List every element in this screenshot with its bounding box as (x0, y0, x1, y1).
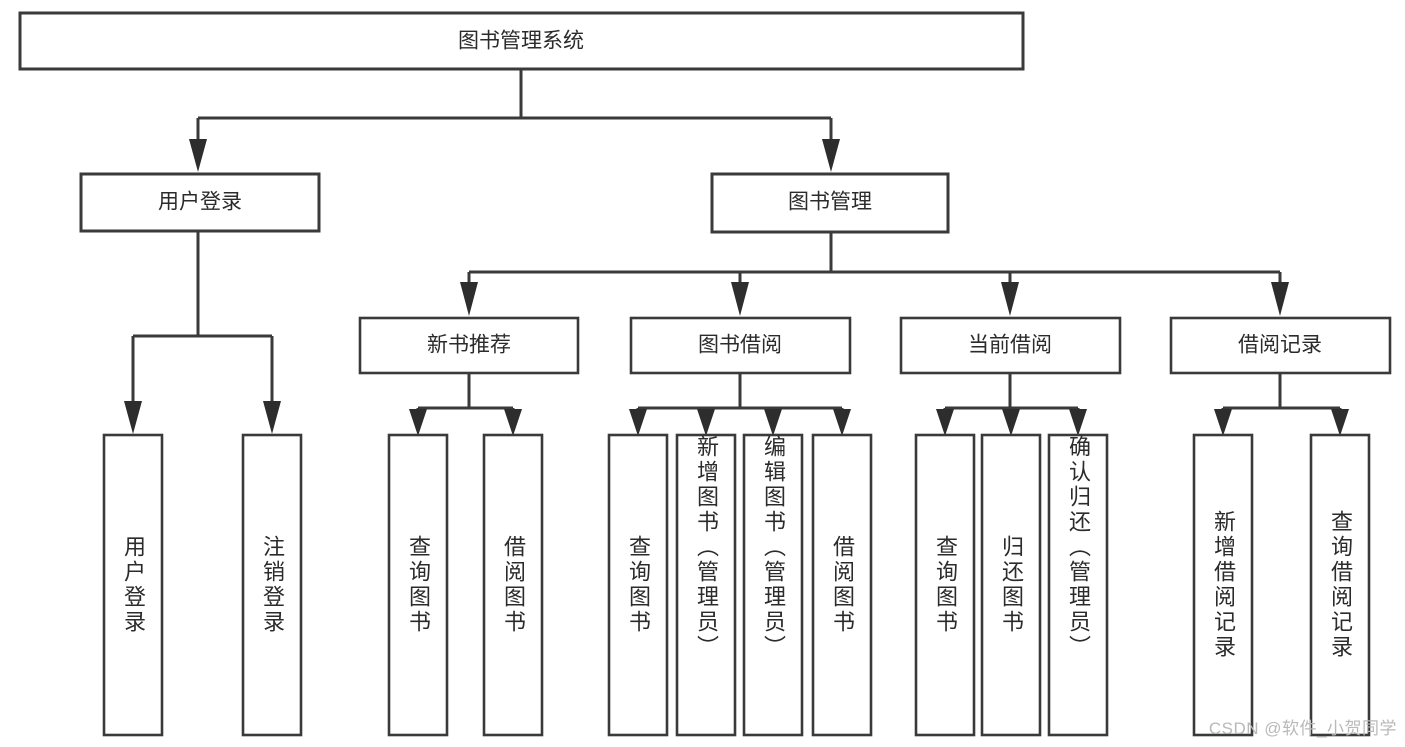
node-user-login[interactable]: 用户登录 (79, 172, 321, 233)
arrow-borrowrecord-leaf-0 (1214, 409, 1232, 436)
leaf-box-book-borrow-3[interactable] (811, 433, 873, 737)
arrow-currentborrow-leaf-1 (1002, 409, 1020, 436)
arrow-newbook-leaf-0 (409, 409, 427, 436)
node-root-label: 图书管理系统 (458, 30, 584, 53)
node-borrow-record-box[interactable] (1169, 316, 1392, 375)
arrow-to-borrow-record (1271, 282, 1289, 316)
node-book-borrow[interactable]: 图书借阅 (629, 316, 852, 375)
node-user-login-label: 用户登录 (158, 191, 242, 214)
arrow-to-book-manage (822, 139, 840, 172)
node-current-borrow-box[interactable] (899, 316, 1122, 375)
node-user-login-box[interactable] (79, 172, 321, 233)
node-new-book-recommend[interactable]: 新书推荐 (358, 316, 580, 375)
arrow-to-current-borrow (1001, 282, 1019, 316)
arrow-bookborrow-leaf-0 (629, 409, 647, 436)
leaf-box-current-borrow-2[interactable] (1047, 433, 1109, 737)
node-new-book-recommend-label: 新书推荐 (427, 334, 511, 357)
leaf-box-user-login-0[interactable] (102, 433, 164, 737)
node-borrow-record-label: 借阅记录 (1238, 334, 1322, 357)
node-book-manage[interactable]: 图书管理 (710, 172, 950, 234)
arrow-to-user-login (189, 139, 207, 172)
node-book-manage-label: 图书管理 (788, 191, 872, 214)
node-root-system[interactable]: 图书管理系统 (18, 11, 1025, 71)
node-new-book-recommend-box[interactable] (358, 316, 580, 375)
node-current-borrow-label: 当前借阅 (968, 334, 1052, 357)
arrow-currentborrow-leaf-0 (936, 409, 954, 436)
arrow-borrowrecord-leaf-1 (1331, 409, 1349, 436)
arrow-to-book-borrow (731, 282, 749, 316)
arrow-bookborrow-leaf-2 (764, 409, 782, 436)
leaf-box-new-book-0[interactable] (387, 433, 449, 737)
leaf-box-book-borrow-0[interactable] (607, 433, 669, 737)
node-root-box[interactable] (18, 11, 1025, 71)
leaf-box-new-book-1[interactable] (482, 433, 544, 737)
csdn-watermark: CSDN @软件_小贺同学 (1208, 719, 1397, 738)
leaf-box-book-borrow-2[interactable] (742, 433, 804, 737)
arrow-to-new-book (460, 282, 478, 316)
arrow-userlogin-leaf-0 (124, 401, 142, 434)
connector-layer (124, 69, 1349, 436)
arrow-bookborrow-leaf-3 (833, 409, 851, 436)
leaf-box-book-borrow-1[interactable] (675, 433, 737, 737)
node-borrow-record[interactable]: 借阅记录 (1169, 316, 1392, 375)
arrow-bookborrow-leaf-1 (697, 409, 715, 436)
leaf-box-borrow-record-1[interactable] (1309, 433, 1371, 737)
leaf-box-borrow-record-0[interactable] (1192, 433, 1254, 737)
leaf-box-layer (102, 433, 1371, 737)
node-current-borrow[interactable]: 当前借阅 (899, 316, 1122, 375)
leaf-box-user-login-1[interactable] (241, 433, 303, 737)
leaf-box-current-borrow-0[interactable] (914, 433, 976, 737)
leaf-box-current-borrow-1[interactable] (980, 433, 1042, 737)
node-book-borrow-box[interactable] (629, 316, 852, 375)
arrow-newbook-leaf-1 (504, 409, 522, 436)
node-book-borrow-label: 图书借阅 (698, 334, 782, 357)
arrow-currentborrow-leaf-2 (1069, 409, 1087, 436)
arrow-userlogin-leaf-1 (263, 401, 281, 434)
node-book-manage-box[interactable] (710, 172, 950, 234)
